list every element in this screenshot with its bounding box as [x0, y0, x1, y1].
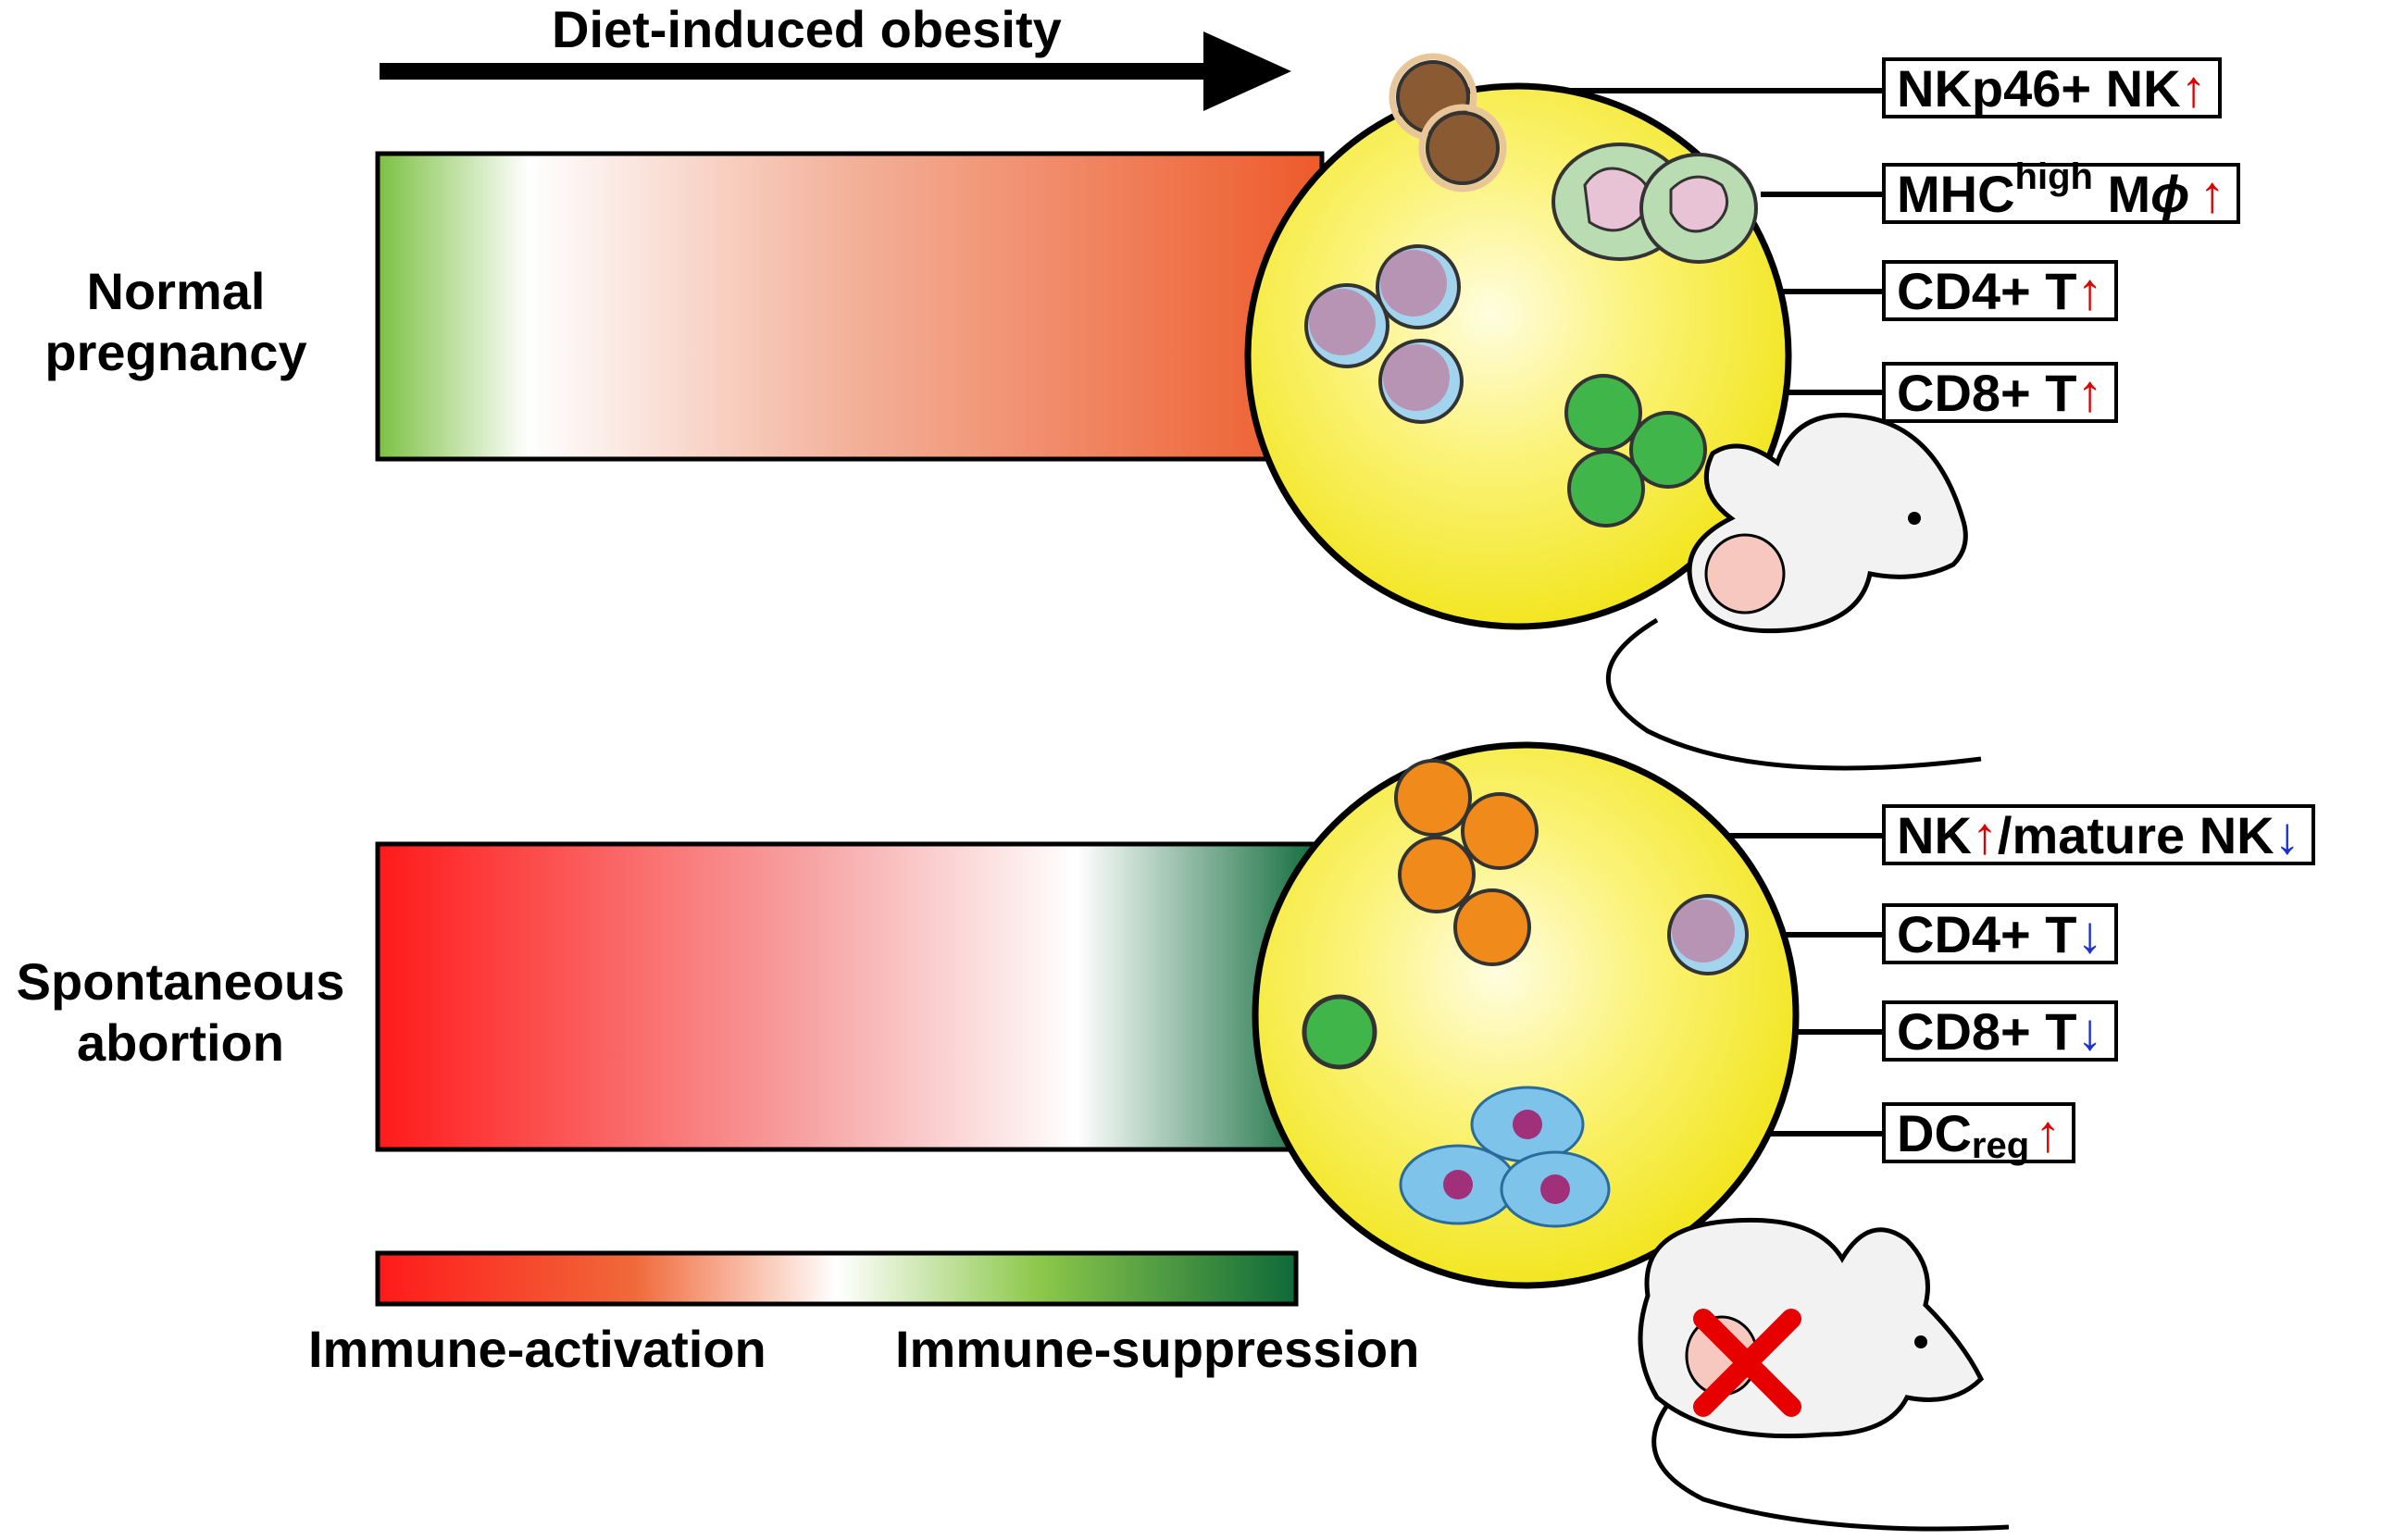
row-label-normal-line1: Normal [86, 262, 266, 320]
nk-cells-brown [1389, 53, 1507, 192]
legend-suppression-label: Immune-suppression [895, 1320, 1420, 1378]
dendritic-cells [1399, 1086, 1611, 1228]
marker-cd4-t-down: CD4+ T ↓ [1882, 903, 2118, 964]
obesity-label: Diet-induced obesity [552, 0, 1062, 58]
marker-text: NKp46+ NK [1897, 58, 2181, 118]
mouse-abortion [1638, 1217, 2010, 1532]
up-arrow-icon: ↑ [2199, 164, 2225, 223]
cd4-t-cell [1667, 894, 1749, 975]
row-label-abortion-line2: abortion [77, 1013, 284, 1072]
marker-text: CD4+ T [1897, 904, 2077, 963]
marker-nk-mature-nk: NK ↑ /mature NK ↓ [1882, 804, 2315, 865]
marker-suffix: M [2092, 164, 2151, 223]
marker-cd4-t: CD4+ T ↑ [1882, 260, 2118, 321]
marker-text: CD4+ T [1897, 261, 2077, 320]
marker-cd8-t: CD8+ T ↑ [1882, 362, 2118, 423]
normal-pregnancy-bar [375, 151, 1325, 462]
up-arrow-icon: ↑ [2180, 58, 2207, 118]
legend-activation-label: Immune-activation [308, 1320, 766, 1378]
phi-symbol: ϕ [2150, 164, 2190, 223]
marker-dc-reg: DC reg ↑ [1882, 1102, 2076, 1166]
marker-text: CD8+ T [1897, 1001, 2077, 1061]
marker-prefix: DC [1897, 1103, 1972, 1162]
marker-prefix: MHC [1897, 164, 2015, 223]
up-arrow-icon: ↑ [2035, 1103, 2062, 1162]
marker-superscript: high [2014, 155, 2093, 197]
marker-nkp46-nk: NKp46+ NK ↑ [1882, 57, 2222, 118]
marker-text: NK [1897, 805, 1972, 864]
up-arrow-icon: ↑ [1971, 805, 1998, 864]
nk-cells-orange [1394, 759, 1539, 966]
marker-text-2: /mature NK [1997, 805, 2274, 864]
cd4-t-cells [1304, 244, 1464, 424]
marker-subscript: reg [1971, 1124, 2030, 1166]
uterus-circle-abortion [1252, 741, 1800, 1289]
cd8-t-cells [1564, 374, 1707, 528]
row-label-normal-line2: pregnancy [44, 323, 307, 381]
row-label-normal: Normal pregnancy [28, 261, 324, 383]
legend-bar [375, 1250, 1299, 1307]
obesity-arrow [380, 31, 1291, 111]
marker-text: CD8+ T [1897, 363, 2077, 422]
macrophage-cells [1551, 143, 1758, 264]
cross-mark-icon [1693, 1309, 1801, 1417]
uterus-circle-normal [1244, 53, 1792, 630]
mouse-pregnant [1606, 413, 1982, 771]
up-arrow-icon: ↑ [2076, 363, 2103, 422]
abortion-bar [375, 841, 1325, 1152]
row-label-abortion: Spontaneous abortion [0, 951, 361, 1074]
up-arrow-icon: ↑ [2076, 261, 2103, 320]
down-arrow-icon: ↓ [2076, 1001, 2103, 1061]
marker-cd8-t-down: CD8+ T ↓ [1882, 1000, 2118, 1062]
marker-mhc-high-macrophage: MHC high M ϕ ↑ [1882, 156, 2240, 224]
row-label-abortion-line1: Spontaneous [16, 952, 345, 1011]
cd8-t-cell [1302, 994, 1377, 1070]
down-arrow-icon: ↓ [2274, 805, 2300, 864]
down-arrow-icon: ↓ [2076, 904, 2103, 963]
